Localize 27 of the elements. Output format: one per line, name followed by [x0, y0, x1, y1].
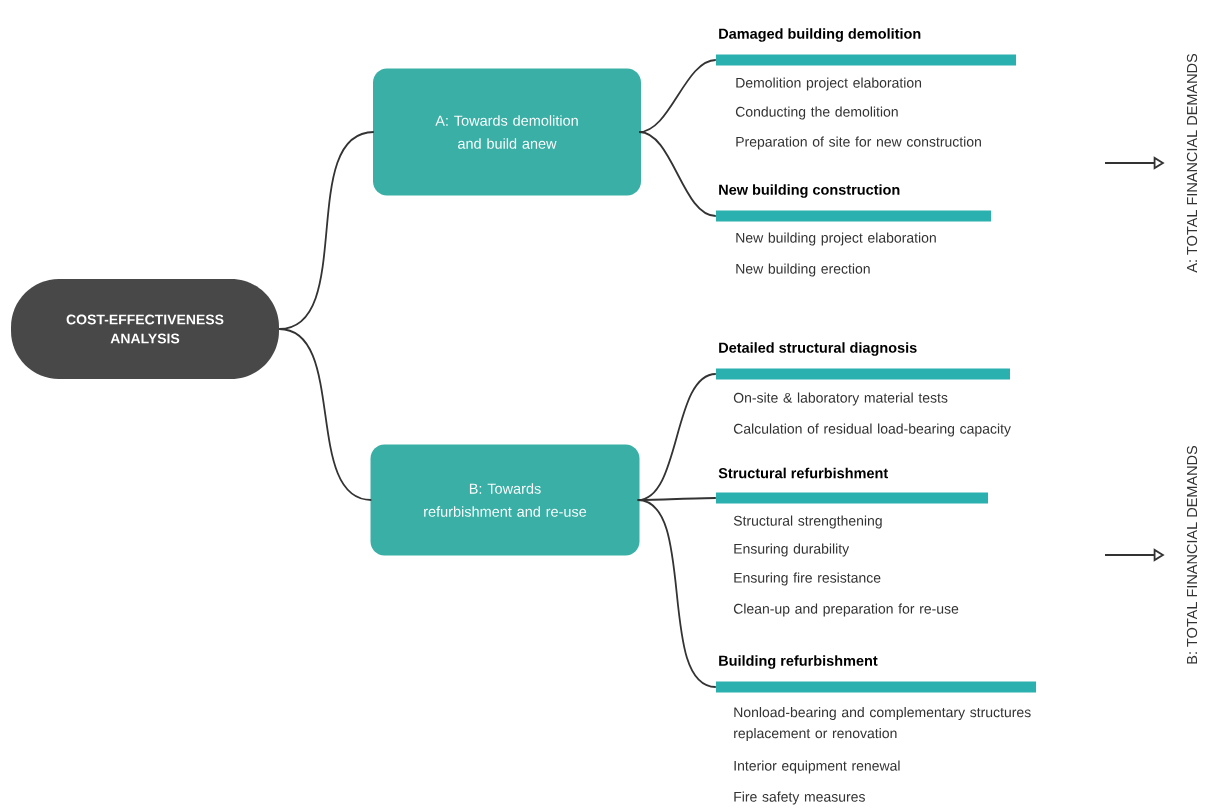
list-item: Demolition project elaboration: [736, 77, 922, 91]
list-item: Interior equipment renewal: [734, 760, 900, 774]
list-item: Conducting the demolition: [735, 106, 898, 120]
heading: Structural refurbishment: [718, 467, 888, 479]
heading: Damaged building demolition: [719, 28, 921, 42]
vertical-label: B: TOTAL FINANCIAL DEMANDS: [1186, 445, 1198, 664]
list-item: New building project elaboration: [736, 232, 936, 246]
heading: Detailed structural diagnosis: [719, 342, 917, 356]
list-item: New building erection: [736, 263, 870, 277]
pill-node: COST-EFFECTIVENESS ANALYSIS: [11, 279, 279, 379]
list-item: Ensuring fire resistance: [734, 572, 881, 586]
heading: Building refurbishment: [719, 655, 878, 669]
list-item: Preparation of site for new construction: [736, 136, 981, 150]
list-item: Fire safety measures: [734, 791, 865, 805]
list-item: On-site & laboratory material tests: [733, 392, 948, 406]
list-item: Calculation of residual load-bearing capacity: [733, 423, 1011, 437]
process-box: B: Towards refurbishment and re-use: [370, 444, 640, 556]
connector-line: [636, 499, 717, 688]
list-item: Structural strengthening: [733, 515, 882, 529]
list-item: Nonload-bearing and complementary structures replacement or renovation: [734, 706, 1031, 741]
process-box: A: Towards demolition and build anew: [373, 68, 641, 196]
vertical-label: A: TOTAL FINANCIAL DEMANDS: [1186, 53, 1198, 273]
heading: New building construction: [719, 184, 900, 198]
connector-line: [278, 328, 373, 501]
connector-line: [638, 131, 717, 217]
list-item: Clean-up and preparation for re-use: [733, 603, 959, 617]
list-item: Ensuring durability: [734, 543, 850, 557]
